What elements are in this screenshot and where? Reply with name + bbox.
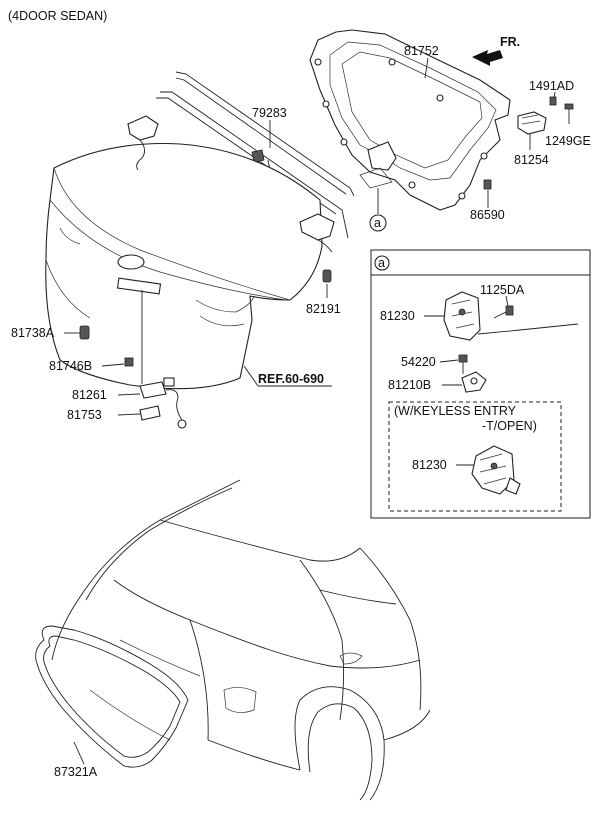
stopper-82191 <box>322 269 332 283</box>
label-81230-main: 81230 <box>380 309 415 323</box>
trunk-hinge-left <box>127 115 159 171</box>
striker-81210B <box>461 371 487 393</box>
trunk-hinge-right <box>299 213 335 253</box>
ref-label: REF.60-690 <box>258 372 324 386</box>
emblem <box>117 254 145 270</box>
label-81230-keyless: 81230 <box>412 458 447 472</box>
fastener-1491AD <box>549 96 557 106</box>
keyless-line1: (W/KEYLESS ENTRY <box>394 404 517 418</box>
trunk-switch-81261 <box>139 377 187 429</box>
license-light-housing <box>116 277 162 295</box>
trunk-lid <box>45 143 323 390</box>
callout-a-circle <box>369 214 387 232</box>
label-1491AD: 1491AD <box>529 79 574 93</box>
label-82191: 82191 <box>306 302 341 316</box>
label-81261: 81261 <box>72 388 107 402</box>
front-arrow-icon <box>472 50 503 66</box>
trunk-latch-keyless-81230 <box>471 445 521 495</box>
label-81746B: 81746B <box>49 359 92 373</box>
bracket-81254 <box>517 111 547 135</box>
bumper-86590 <box>483 179 492 190</box>
keyless-line2: -T/OPEN) <box>482 419 537 433</box>
label-81753: 81753 <box>67 408 102 422</box>
variant-label: (4DOOR SEDAN) <box>8 9 107 23</box>
inset-marker: a <box>378 256 385 270</box>
front-direction-indicator: FR. <box>472 35 520 66</box>
bumper-81738A <box>79 325 90 340</box>
label-81738A: 81738A <box>11 326 55 340</box>
clip-86423 <box>251 149 265 164</box>
label-86590: 86590 <box>470 208 505 222</box>
bolt-54220 <box>458 354 468 374</box>
trunk-lid-trim-panel <box>309 29 511 211</box>
callout-a-label: a <box>374 216 381 230</box>
car-body-rear-view <box>51 479 431 801</box>
clip-81746B <box>124 357 134 367</box>
front-direction-label: FR. <box>500 35 520 49</box>
keyless-entry-box <box>388 401 562 512</box>
weatherstrip-87321A <box>35 625 189 768</box>
label-79283: 79283 <box>252 106 287 120</box>
label-54220: 54220 <box>401 355 436 369</box>
label-1125DA: 1125DA <box>480 283 525 297</box>
bolt-1125DA <box>493 305 514 319</box>
label-81254: 81254 <box>514 153 549 167</box>
label-87321A: 87321A <box>54 765 98 779</box>
label-81210B: 81210B <box>388 378 431 392</box>
lamp-81753 <box>139 405 161 421</box>
label-81752: 81752 <box>404 44 439 58</box>
screw-1249GE <box>564 103 574 124</box>
label-1249GE: 1249GE <box>545 134 591 148</box>
trunk-latch-81230 <box>443 291 579 341</box>
